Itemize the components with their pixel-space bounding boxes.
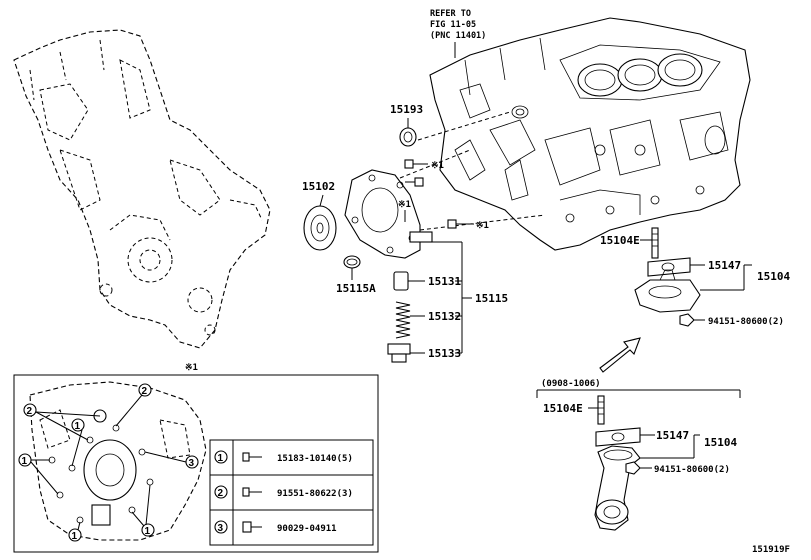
label-15104E-bot: 15104E	[543, 402, 583, 415]
inset-callout-1d: 1	[131, 484, 155, 537]
svg-text:1: 1	[218, 453, 224, 464]
svg-text:1: 1	[75, 421, 81, 432]
legend-part-3: 90029-04911	[277, 524, 337, 534]
inset-callout-1c: 1	[68, 521, 82, 542]
svg-text:3: 3	[218, 523, 224, 534]
legend-part-1: 15183-10140(5)	[277, 454, 353, 464]
svg-text:1: 1	[22, 456, 28, 467]
inset-callout-2a: 2	[23, 403, 101, 441]
label-15104-bot: 15104	[704, 436, 737, 449]
label-15115: 15115	[475, 292, 508, 305]
svg-text:3: 3	[189, 458, 195, 469]
inset-callout-1a: 1	[18, 453, 59, 495]
label-15193: 15193	[390, 103, 423, 116]
star1-bolt-mid: ※1	[398, 200, 411, 210]
pump-bolts: ※1 ※1 ※1	[398, 159, 489, 231]
bolt-lower: ※1	[447, 219, 489, 231]
strainer-top: 15104E 15147 15104 94151-80600(2)	[600, 227, 790, 327]
label-94151-top: 94151-80600(2)	[708, 317, 784, 327]
label-94151-bot: 94151-80600(2)	[654, 465, 730, 475]
label-15133: 15133	[428, 347, 461, 360]
svg-text:1: 1	[72, 531, 78, 542]
relief-valve-group: 15131 15132 15133 15115	[387, 241, 508, 363]
label-15115A: 15115A	[336, 282, 376, 295]
inset-callout-3: 3	[144, 451, 199, 469]
svg-text:2: 2	[218, 488, 224, 499]
ref-line-1: REFER TO	[430, 9, 471, 19]
bolt-top: ※1	[404, 159, 444, 171]
svg-text:1: 1	[145, 526, 151, 537]
oil-pump: 15102 15115A	[302, 149, 546, 295]
inset-callout-2b: 2	[115, 383, 152, 427]
star1-inset: ※1	[185, 363, 198, 373]
strainer-bottom: (0908-1006) 15104E 15147 15104 94151-806…	[536, 379, 741, 531]
legend-row-3: 3 90029-04911	[214, 520, 337, 534]
inset-legend-table: 1 15183-10140(5) 2 91551-80622(3) 3 9002…	[209, 439, 374, 546]
inset-callout-1b: 1	[71, 418, 85, 467]
figure-id: 151919F	[752, 545, 790, 555]
label-15132: 15132	[428, 310, 461, 323]
svg-text:2: 2	[142, 386, 148, 397]
label-15102: 15102	[302, 180, 335, 193]
inset-box: ※1 2 2 1	[13, 363, 379, 553]
oil-seal-15193: 15193	[390, 103, 511, 147]
direction-arrow	[599, 337, 641, 373]
label-15131: 15131	[428, 275, 461, 288]
ref-line-2: FIG 11-05	[430, 20, 476, 30]
label-15104-top: 15104	[757, 270, 790, 283]
svg-text:2: 2	[27, 406, 33, 417]
date-range: (0908-1006)	[541, 379, 601, 389]
legend-part-2: 91551-80622(3)	[277, 489, 353, 499]
engine-block	[429, 17, 751, 251]
reference-note: REFER TO FIG 11-05 (PNC 11401)	[430, 9, 486, 58]
label-15104E-top: 15104E	[600, 234, 640, 247]
timing-cover-outline	[13, 29, 271, 349]
ref-line-3: (PNC 11401)	[430, 31, 486, 41]
legend-row-1: 1 15183-10140(5)	[214, 450, 353, 464]
bolt-mid	[405, 177, 424, 187]
label-15147-bot: 15147	[656, 429, 689, 442]
star1-bolt-top: ※1	[431, 161, 444, 171]
star1-bolt-lower: ※1	[476, 221, 489, 231]
label-15147-top: 15147	[708, 259, 741, 272]
legend-row-2: 2 91551-80622(3)	[214, 485, 353, 499]
